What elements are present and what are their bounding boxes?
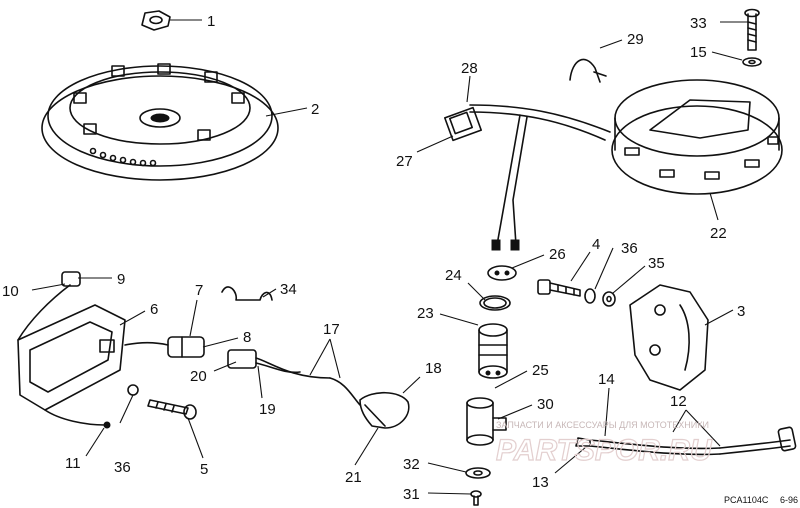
callout-36-left: 36 — [114, 459, 131, 476]
part-bolt-4 — [537, 279, 581, 297]
callout-20: 20 — [190, 368, 207, 385]
part-wire-clip — [569, 58, 607, 83]
callout-8: 8 — [243, 329, 251, 346]
callout-11: 11 — [65, 455, 81, 472]
callout-17: 17 — [323, 321, 340, 338]
part-sleeve-23 — [478, 323, 508, 379]
part-spark-plug-boot — [359, 391, 410, 429]
callout-3: 3 — [737, 303, 745, 320]
part-flywheel — [41, 63, 279, 181]
callout-14: 14 — [598, 371, 615, 388]
part-washer-15 — [742, 57, 762, 67]
part-clip-34 — [221, 286, 273, 301]
part-ignition-coil — [629, 284, 709, 391]
callout-22: 22 — [710, 225, 727, 242]
leader-lines — [31, 19, 748, 495]
part-screw-5 — [147, 399, 197, 420]
part-washer-32 — [465, 467, 491, 479]
part-grommet-26 — [487, 265, 517, 281]
callout-7: 7 — [195, 282, 203, 299]
callout-25: 25 — [532, 362, 549, 379]
part-washer-36a — [127, 384, 139, 396]
callout-35: 35 — [648, 255, 665, 272]
part-stator-harness — [444, 104, 611, 251]
watermark-logo: PARTSPOR.RU — [496, 434, 713, 467]
callout-1: 1 — [207, 13, 215, 30]
callout-9: 9 — [117, 271, 125, 288]
diagram-code: PCA1104C — [724, 495, 769, 505]
part-screw-31 — [470, 490, 482, 506]
callout-23: 23 — [417, 305, 434, 322]
callout-29: 29 — [627, 31, 644, 48]
part-power-pack — [17, 271, 126, 429]
callout-5: 5 — [200, 461, 208, 478]
callout-24: 24 — [445, 267, 462, 284]
part-washer-35 — [602, 291, 616, 307]
callout-21: 21 — [345, 469, 362, 486]
callout-30: 30 — [537, 396, 554, 413]
callout-31: 31 — [403, 486, 420, 503]
callout-10: 10 — [2, 283, 19, 300]
part-screw-33 — [744, 8, 760, 51]
part-stator — [611, 79, 783, 195]
part-sleeve-30 — [466, 397, 507, 446]
watermark-tagline: ЗАПЧАСТИ И АКСЕССУАРЫ ДЛЯ МОТОТЕХНИКИ — [496, 420, 709, 430]
callout-6: 6 — [150, 301, 158, 318]
part-spark-lead-12 — [719, 426, 797, 455]
callout-28: 28 — [461, 60, 478, 77]
callout-34: 34 — [280, 281, 297, 298]
callout-12: 12 — [670, 393, 687, 410]
part-connector-8 — [124, 336, 205, 358]
callout-27: 27 — [396, 153, 413, 170]
callout-32: 32 — [403, 456, 420, 473]
callout-19: 19 — [259, 401, 276, 418]
part-washer-36b — [584, 288, 596, 304]
diagram-date: 6-96 — [780, 495, 798, 505]
part-nut — [141, 10, 171, 31]
callout-26: 26 — [549, 246, 566, 263]
callout-4: 4 — [592, 236, 600, 253]
callout-33: 33 — [690, 15, 707, 32]
callout-13: 13 — [532, 474, 549, 491]
callout-36-right: 36 — [621, 240, 638, 257]
part-o-ring-24 — [479, 295, 511, 311]
part-connector-20 — [227, 349, 361, 406]
callout-15: 15 — [690, 44, 707, 61]
callout-2: 2 — [311, 101, 319, 118]
callout-18: 18 — [425, 360, 442, 377]
part-spark-lead-13 — [575, 437, 721, 456]
